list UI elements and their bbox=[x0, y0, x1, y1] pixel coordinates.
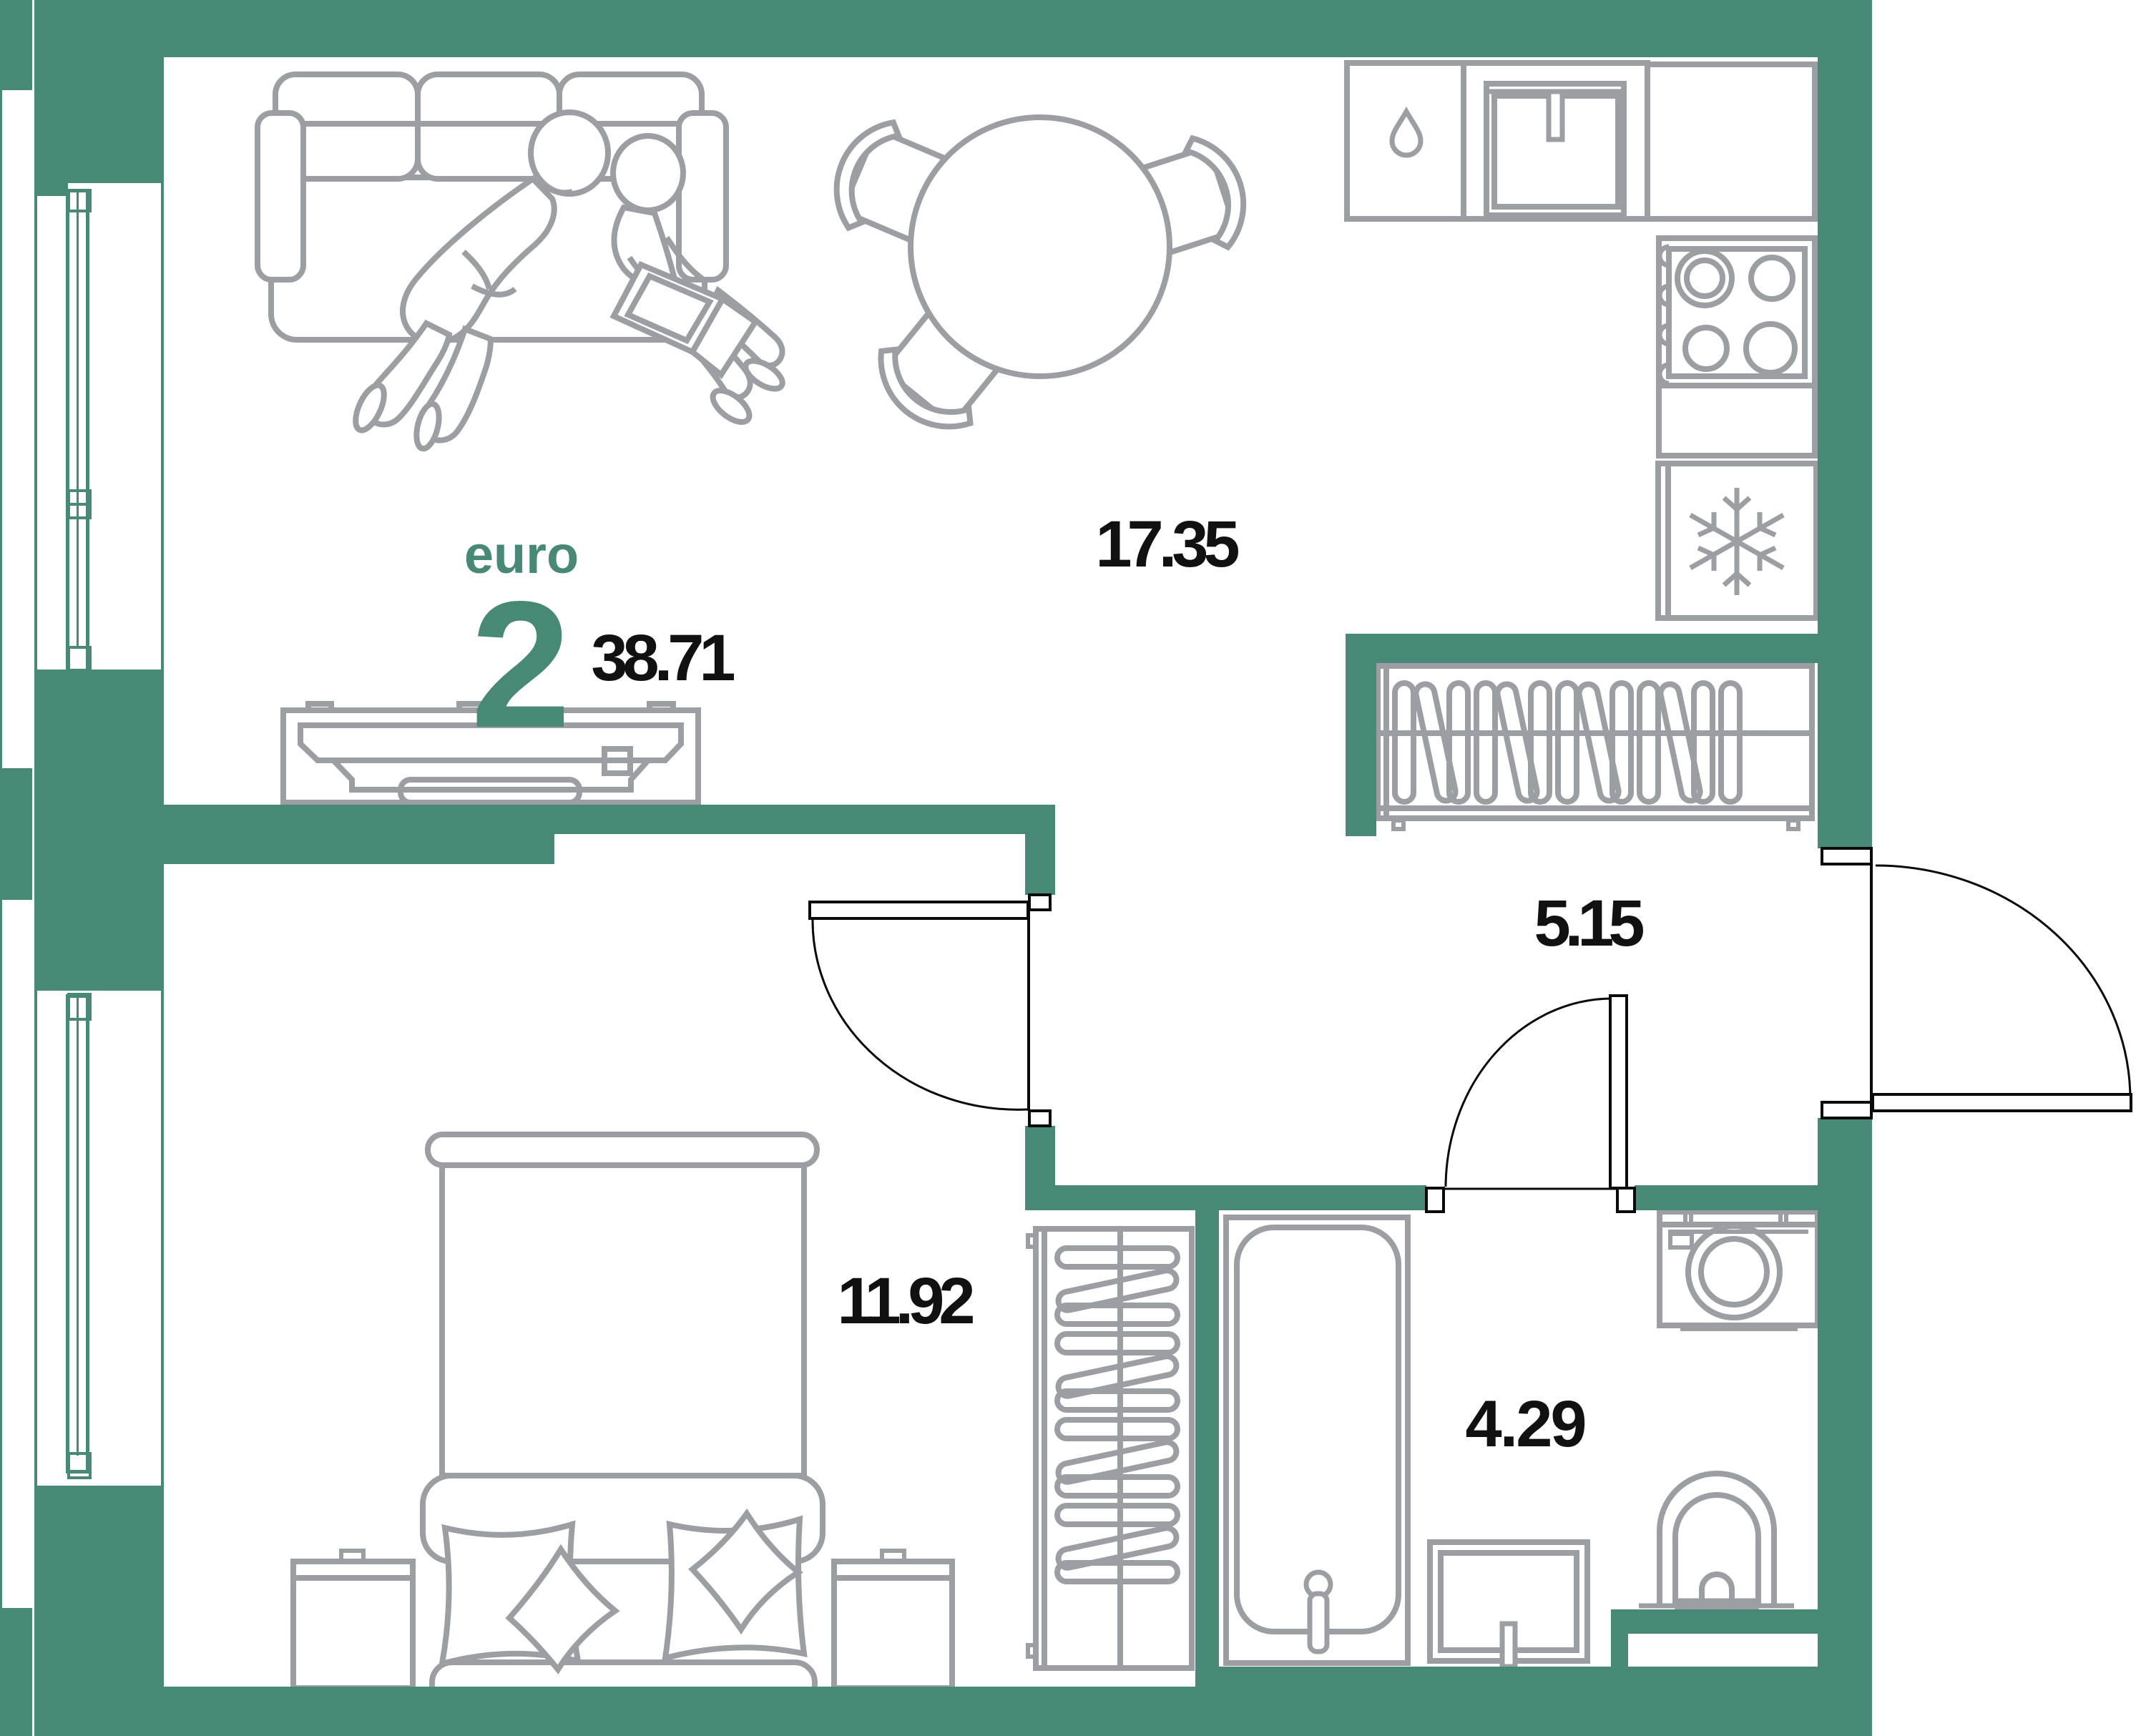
svg-text:2: 2 bbox=[471, 564, 571, 765]
svg-text:4.29: 4.29 bbox=[1465, 1388, 1584, 1461]
svg-text:17.35: 17.35 bbox=[1095, 508, 1238, 581]
svg-text:euro: euro bbox=[464, 525, 579, 584]
svg-text:11.92: 11.92 bbox=[837, 1265, 973, 1338]
svg-text:38.71: 38.71 bbox=[591, 622, 734, 695]
svg-text:5.15: 5.15 bbox=[1534, 887, 1643, 960]
